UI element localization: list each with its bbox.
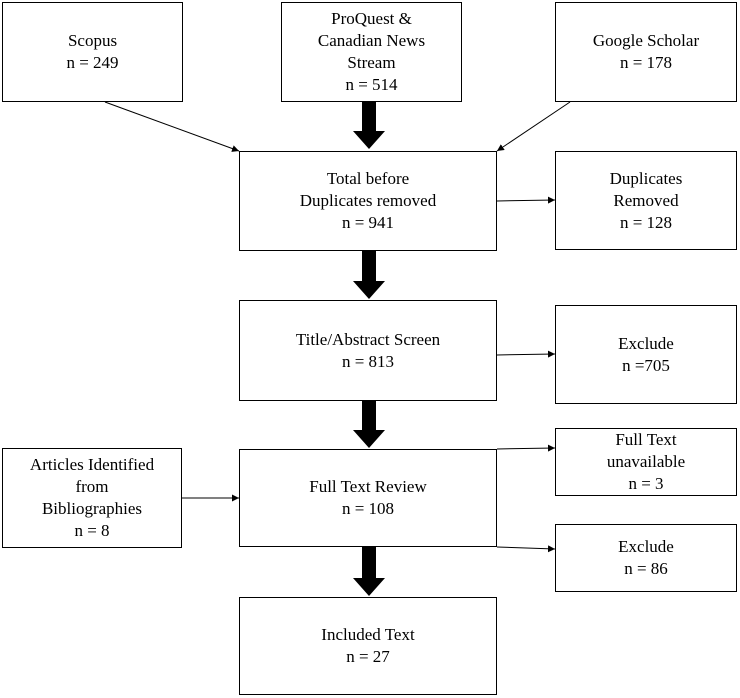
exclude-2-line-2: n = 86: [624, 559, 668, 578]
proquest-line-4: n = 514: [345, 75, 398, 94]
exclude-1-line-1: Exclude: [618, 333, 674, 353]
exclude-1-line-2: n =705: [622, 355, 670, 375]
articles-line-2: from: [75, 477, 109, 496]
arrow-total-to-duplicates: [496, 196, 556, 204]
total-line-2: Duplicates removed: [299, 191, 437, 210]
exclude-box-1: Exclude n =705: [555, 305, 737, 404]
total-line-3: n = 941: [341, 213, 395, 232]
unavailable-line-2: unavailable: [606, 452, 686, 471]
exclude-2-line-1: Exclude: [618, 537, 674, 556]
full-text-review-line-1: Full Text Review: [309, 477, 427, 496]
full-text-review-line-2: n = 108: [341, 499, 395, 518]
included-line-1: Included Text: [321, 625, 415, 644]
duplicates-line-3: n = 128: [619, 212, 673, 232]
unavailable-line-1: Full Text: [615, 430, 677, 449]
exclude-box-2: Exclude n = 86: [555, 524, 737, 592]
arrow-scopus-to-total: [104, 101, 240, 152]
full-text-unavailable-box: Full Text unavailable n = 3: [555, 428, 737, 496]
duplicates-line-1: Duplicates: [609, 168, 683, 188]
thick-arrow-title-to-fulltext: [353, 401, 385, 448]
included-text-box: Included Text n = 27: [239, 597, 497, 695]
scopus-box: Scopus n = 249: [2, 2, 183, 102]
duplicates-line-2: Removed: [613, 190, 679, 210]
articles-line-4: n = 8: [74, 521, 110, 540]
total-before-duplicates-box: Total before Duplicates removed n = 941: [239, 151, 497, 251]
google-scholar-box: Google Scholar n = 178: [555, 2, 737, 102]
arrow-title-to-exclude: [496, 350, 556, 358]
thick-arrow-fulltext-to-included: [353, 547, 385, 596]
title-abstract-line-2: n = 813: [341, 351, 395, 371]
arrow-fulltext-to-unavailable: [496, 444, 556, 452]
full-text-review-box: Full Text Review n = 108: [239, 449, 497, 547]
included-line-2: n = 27: [346, 647, 390, 666]
title-abstract-screen-box: Title/Abstract Screen n = 813: [239, 300, 497, 401]
unavailable-line-3: n = 3: [628, 474, 664, 493]
title-abstract-line-1: Title/Abstract Screen: [295, 329, 441, 349]
scopus-line-1: Scopus: [67, 31, 118, 50]
articles-line-3: Bibliographies: [41, 499, 143, 518]
articles-from-bibliographies-box: Articles Identified from Bibliographies …: [2, 448, 182, 548]
scopus-line-2: n = 249: [66, 53, 119, 72]
google-scholar-line-1: Google Scholar: [592, 31, 700, 50]
articles-line-1: Articles Identified: [29, 455, 155, 474]
arrow-google-to-total: [496, 101, 571, 152]
proquest-line-2: Canadian News: [317, 31, 426, 50]
proquest-line-3: Stream: [347, 53, 396, 72]
thick-arrow-proquest-to-total: [353, 102, 385, 149]
thick-arrow-total-to-title: [353, 251, 385, 299]
total-line-1: Total before: [326, 169, 410, 188]
google-scholar-line-2: n = 178: [619, 53, 673, 72]
proquest-box: ProQuest & Canadian News Stream n = 514: [281, 2, 462, 102]
proquest-line-1: ProQuest &: [331, 9, 412, 28]
duplicates-removed-box: Duplicates Removed n = 128: [555, 151, 737, 250]
arrow-fulltext-to-exclude: [496, 545, 556, 553]
